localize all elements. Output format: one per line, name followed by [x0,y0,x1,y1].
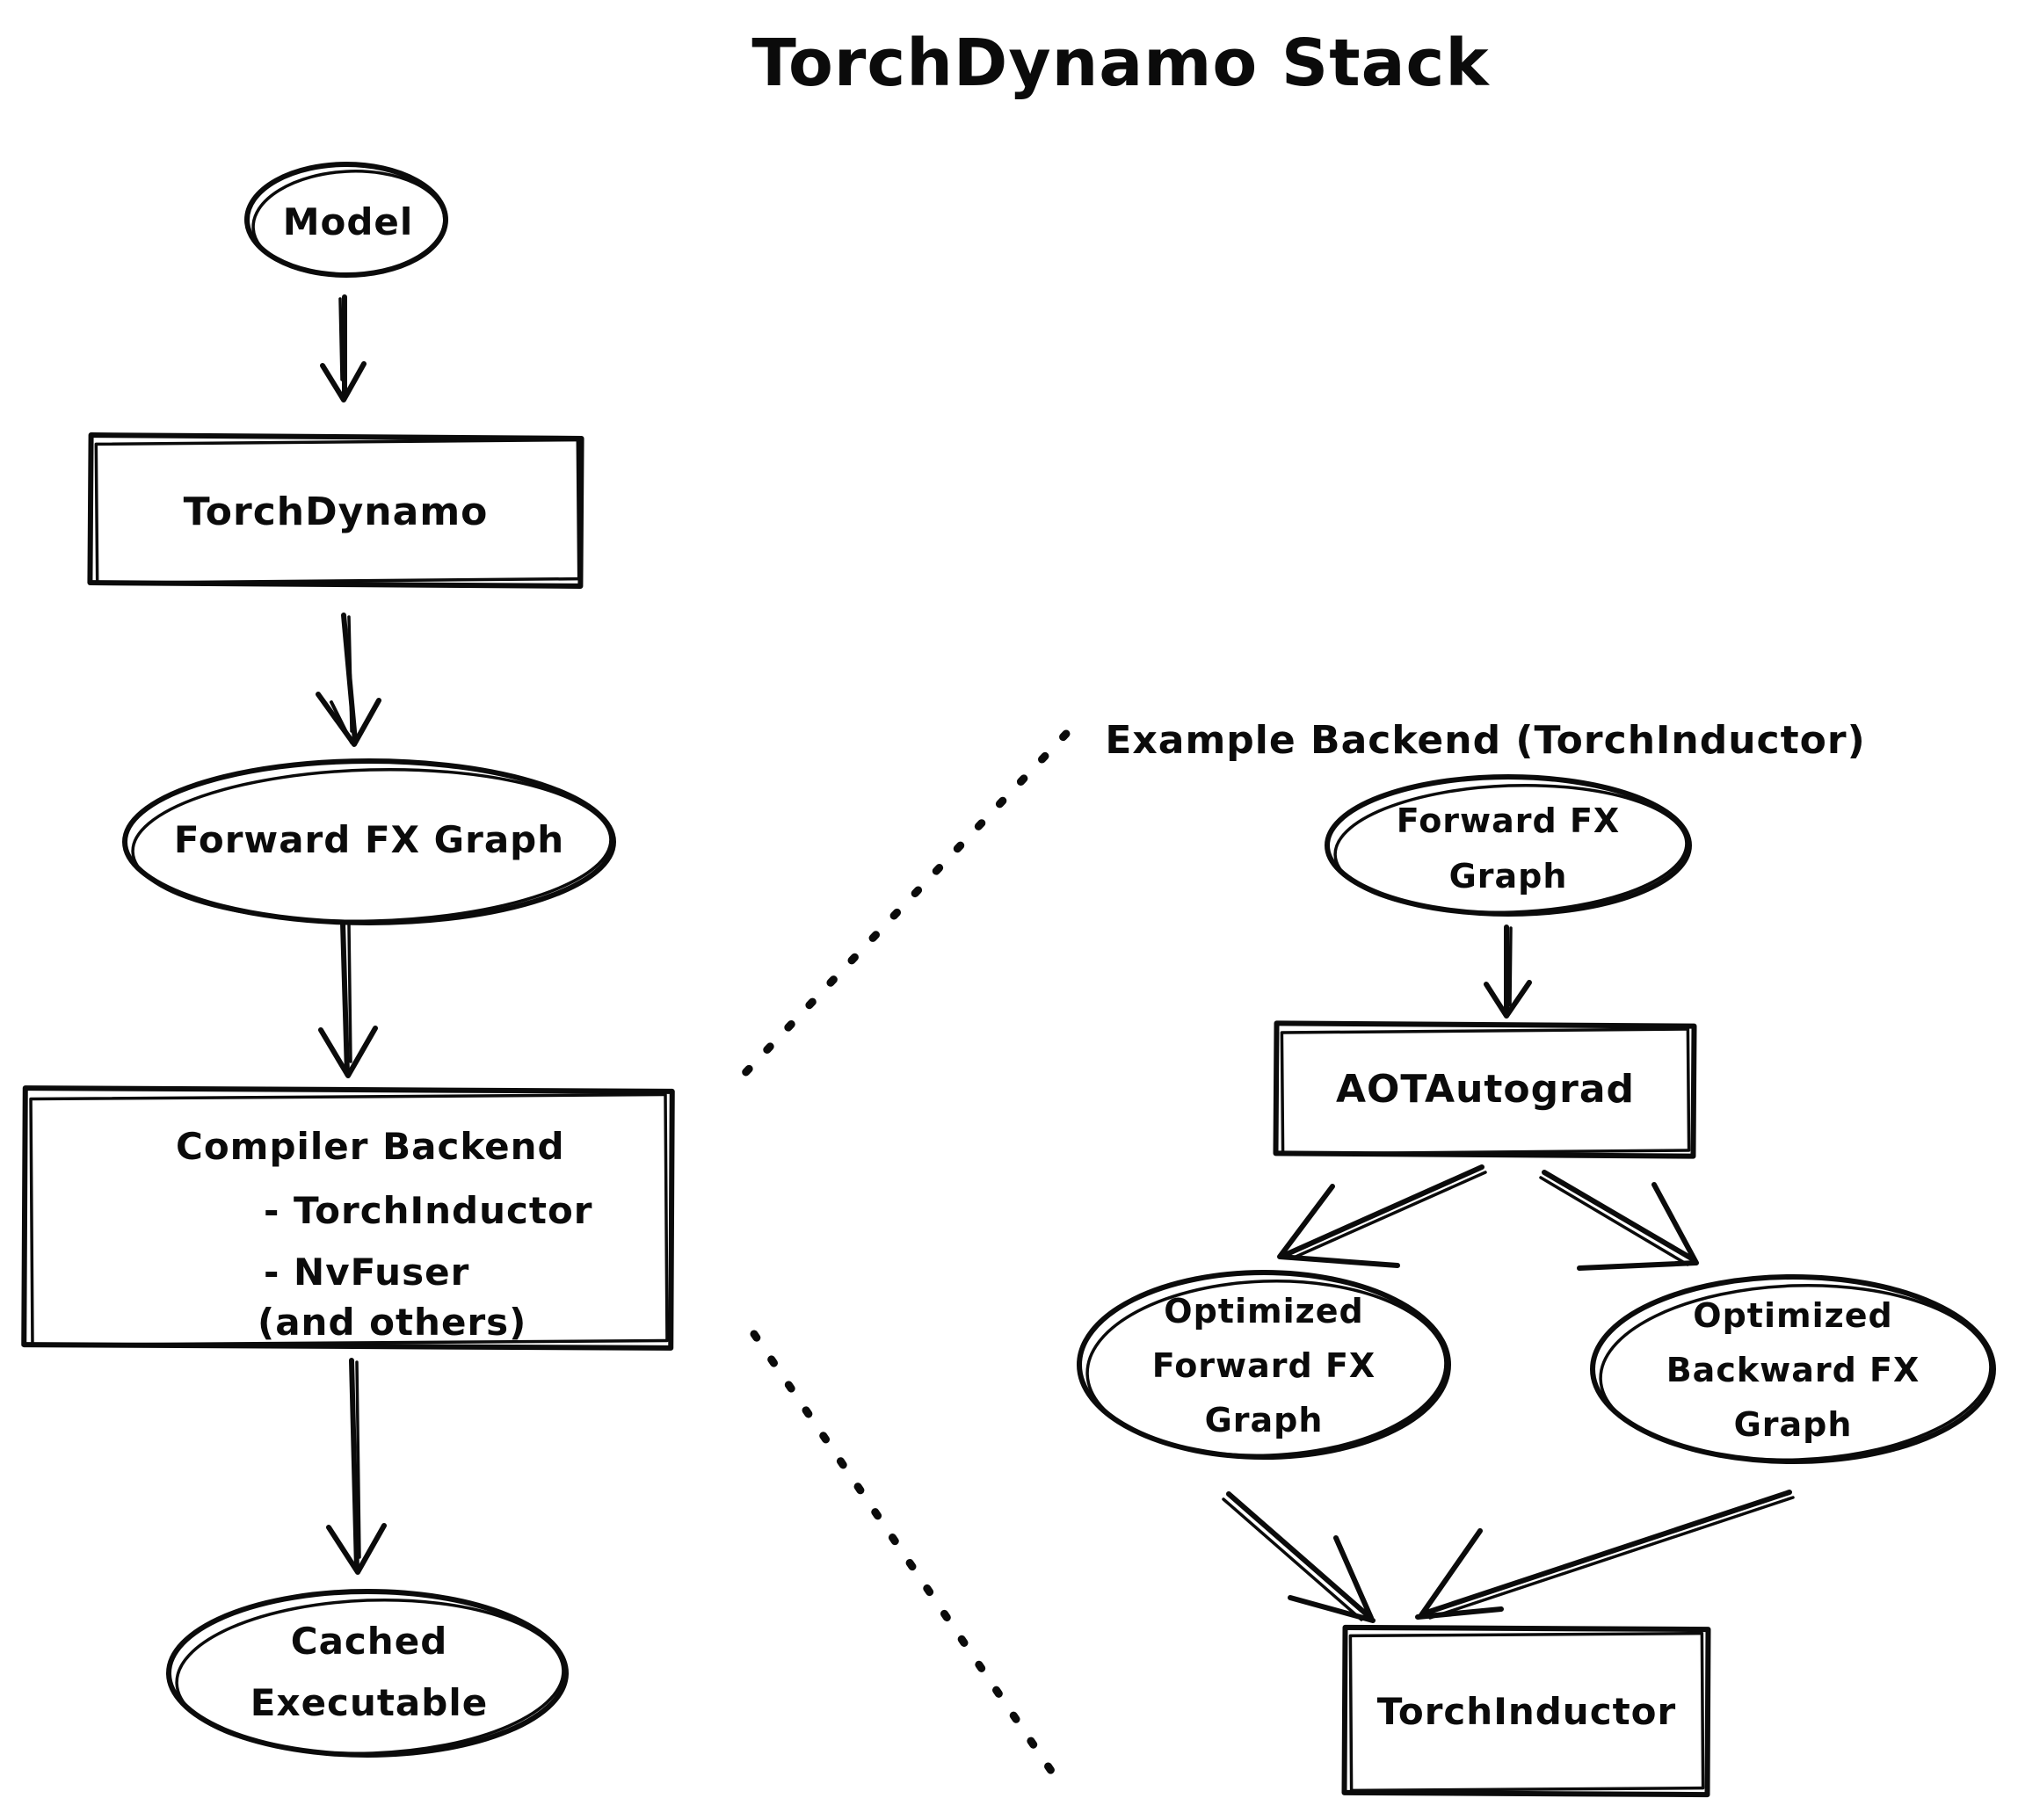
compiler-backend-item-others: (and others) [258,1301,527,1344]
dotted-separator-lower [750,1330,1057,1778]
compiler-backend-title: Compiler Backend [176,1125,565,1168]
compiler-backend-item-nvfuser: - NvFuser [264,1251,470,1294]
torchdynamo-label: TorchDynamo [183,489,489,534]
example-backend-label: Example Backend (TorchInductor) [1105,718,1866,763]
arrow-optimized-backward-to-torchinductor [1415,1490,1795,1620]
optimized-forward-label-line3: Graph [1204,1401,1324,1439]
model-label: Model [282,200,414,243]
arrow-compiler-backend-to-cached-executable [326,1358,387,1575]
aotautograd-box [1273,1020,1697,1159]
example-forward-fx-label-line2: Graph [1448,857,1568,895]
optimized-forward-label-line1: Optimized [1164,1292,1364,1331]
cached-executable-label-line1: Cached [290,1620,448,1663]
optimized-backward-label-line3: Graph [1733,1405,1853,1444]
compiler-backend-item-torchinductor: - TorchInductor [264,1189,593,1232]
model-ellipse [244,162,448,278]
arrow-aotautograd-to-optimized-backward [1539,1170,1699,1271]
torchinductor-label: TorchInductor [1376,1690,1677,1733]
dotted-separator-upper [737,729,1071,1082]
arrow-aotautograd-to-optimized-forward [1277,1164,1487,1268]
optimized-backward-label-line2: Backward FX [1666,1351,1920,1389]
forward-fx-graph-label: Forward FX Graph [173,818,565,861]
example-forward-fx-ellipse [1325,774,1692,917]
arrow-forward-fx-to-compiler-backend [318,920,378,1078]
torchinductor-box [1341,1624,1711,1798]
page-title: TorchDynamo Stack [751,25,1490,101]
torchdynamo-box [87,432,584,589]
optimized-forward-fx-ellipse [1077,1270,1451,1460]
aotautograd-label: AOTAutograd [1335,1067,1636,1112]
arrow-model-to-torchdynamo [320,294,367,402]
optimized-forward-label-line2: Forward FX [1151,1346,1376,1385]
example-forward-fx-label-line1: Forward FX [1396,801,1621,840]
compiler-backend-box [21,1085,675,1351]
arrow-optimized-forward-to-torchinductor [1222,1491,1376,1623]
optimized-backward-label-line1: Optimized [1693,1296,1893,1335]
optimized-backward-fx-ellipse [1590,1274,1996,1464]
cached-executable-label-line2: Executable [250,1681,489,1724]
arrow-torchdynamo-to-forward-fx [316,613,381,747]
cached-executable-ellipse [166,1589,569,1758]
arrow-example-forward-fx-to-aotautograd [1484,925,1532,1019]
forward-fx-graph-ellipse [122,758,616,925]
